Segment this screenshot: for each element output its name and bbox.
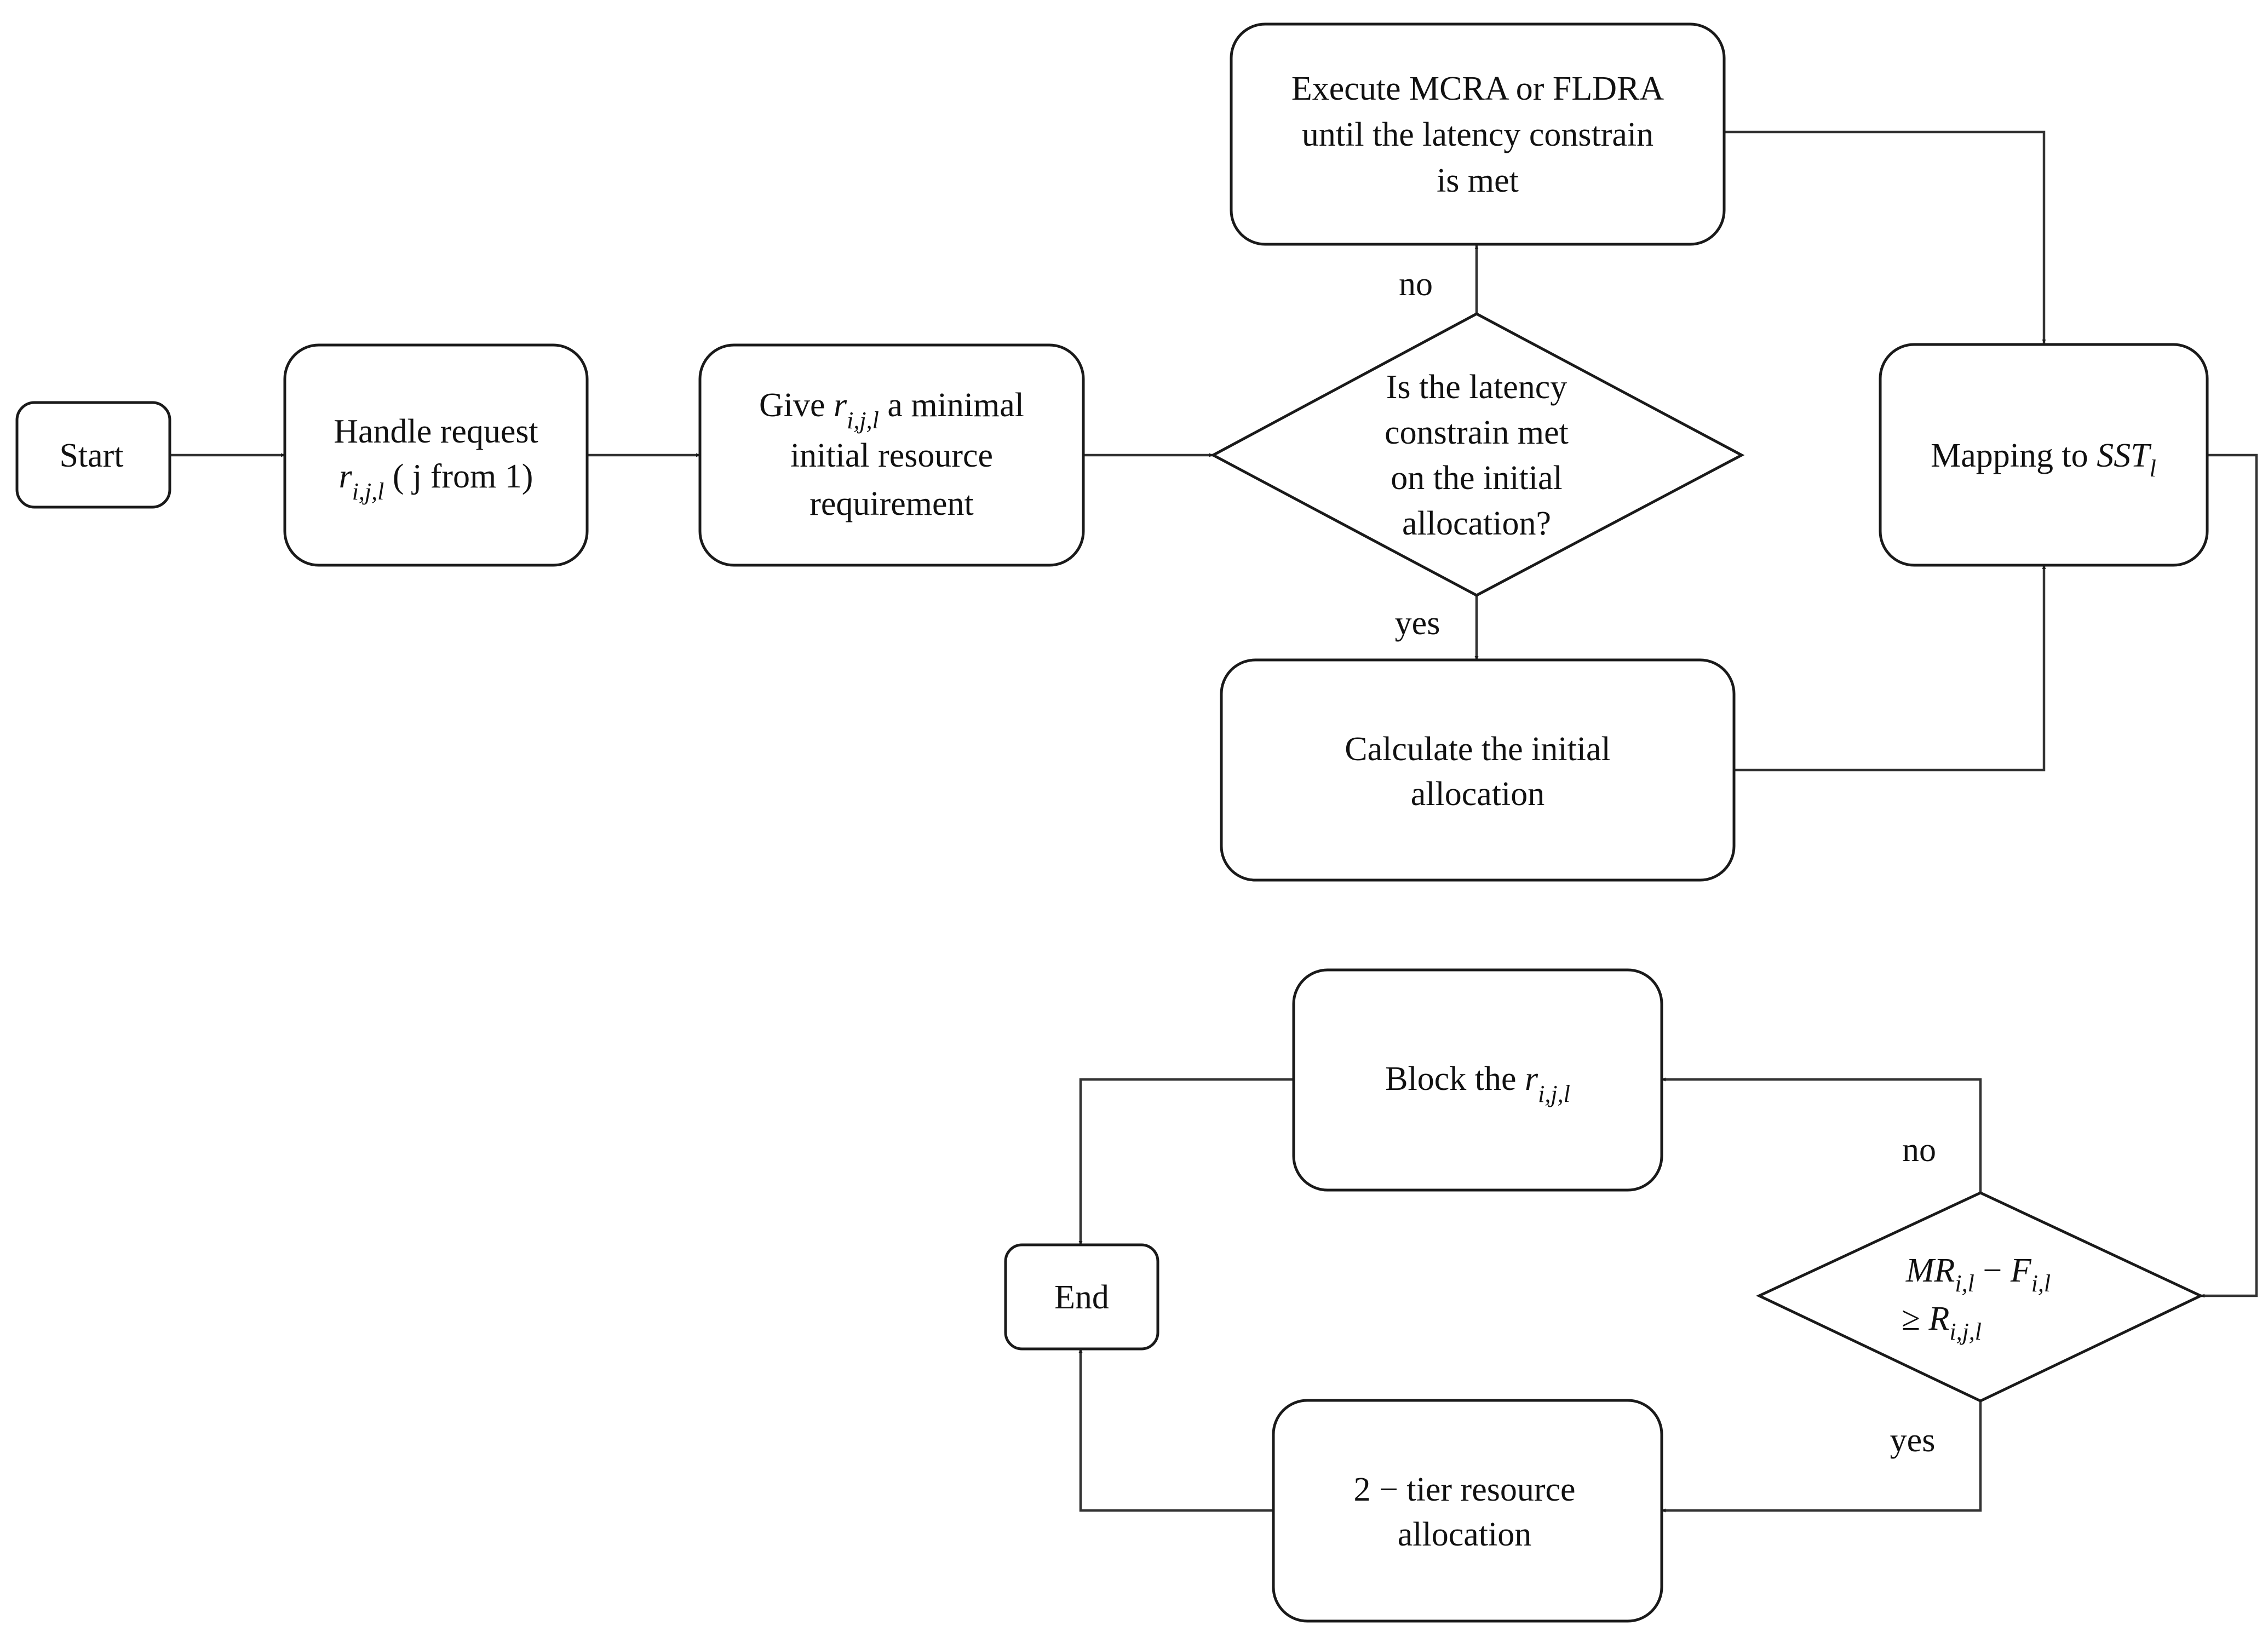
capacity-f: F — [2010, 1252, 2032, 1289]
mapping-pre: Mapping to — [1931, 437, 2097, 474]
end-node: End — [1004, 1243, 1159, 1351]
edge-block-to-end — [1078, 1078, 1294, 1245]
edges — [170, 130, 2258, 1513]
handle-request-line2: ri,j,l ( j from 1) — [339, 458, 533, 505]
latency-decision-line3: on the initial — [1391, 459, 1562, 497]
handle-request-line1: Handle request — [334, 413, 538, 450]
capacity-decision-node: MRi,l − Fi,l ≥ Ri,j,l — [1756, 1191, 2204, 1403]
decision1-no-label: no — [1399, 266, 1433, 303]
execute-mcra-node: Execute MCRA or FLDRA until the latency … — [1230, 22, 1726, 246]
capacity-geq: ≥ — [1902, 1300, 1929, 1337]
latency-decision-line1: Is the latency — [1386, 369, 1567, 406]
mapping-label: Mapping to SSTl — [1931, 437, 2156, 482]
latency-decision-line2: constrain met — [1385, 414, 1569, 451]
edge-mapping-to-decision2 — [2201, 453, 2258, 1298]
handle-request-node: Handle request ri,j,l ( j from 1) — [283, 343, 589, 567]
edge-decision2-to-twotier — [1662, 1401, 1982, 1513]
capacity-mr-sub: i,l — [1955, 1270, 1974, 1297]
edge-decision2-to-block — [1662, 1077, 1982, 1193]
capacity-decision-line1: MRi,l − Fi,l — [1905, 1252, 2051, 1297]
handle-request-var: r — [339, 458, 353, 495]
two-tier-line1: 2 − tier resource — [1353, 1471, 1575, 1508]
decision2-yes-label: yes — [1890, 1422, 1936, 1459]
capacity-r: R — [1928, 1300, 1949, 1337]
give-minimal-line2: initial resource — [790, 437, 993, 474]
give-minimal-line1: Give ri,j,l a minimal — [759, 387, 1024, 434]
edge-execute-to-mapping — [1724, 130, 2046, 343]
calculate-allocation-line1: Calculate the initial — [1345, 731, 1611, 768]
calculate-allocation-line2: allocation — [1411, 775, 1544, 813]
decision2-no-label: no — [1902, 1131, 1936, 1169]
capacity-minus: − — [1974, 1252, 2011, 1289]
block-node: Block the ri,j,l — [1292, 968, 1663, 1192]
mapping-node: Mapping to SSTl — [1879, 343, 2209, 567]
two-tier-line2: allocation — [1398, 1516, 1531, 1553]
start-label: Start — [59, 437, 123, 474]
give-minimal-var: r — [834, 387, 847, 424]
start-node: Start — [15, 401, 171, 509]
calculate-allocation-node: Calculate the initial allocation — [1220, 658, 1736, 882]
give-minimal-sub: i,j,l — [847, 407, 879, 434]
edge-twotier-to-end — [1078, 1349, 1273, 1512]
execute-mcra-line2: until the latency constrain — [1302, 116, 1653, 153]
mapping-var: SST — [2097, 437, 2152, 474]
give-minimal-pre: Give — [759, 387, 834, 424]
two-tier-node: 2 − tier resource allocation — [1272, 1399, 1663, 1623]
end-label: End — [1054, 1279, 1109, 1316]
capacity-r-sub: i,j,l — [1949, 1318, 1982, 1345]
handle-request-sub: i,j,l — [352, 478, 384, 505]
mapping-sub: l — [2150, 455, 2156, 482]
latency-decision-node: Is the latency constrain met on the init… — [1210, 312, 1745, 597]
edge-calculate-to-mapping — [1734, 565, 2046, 772]
block-sub: i,j,l — [1538, 1081, 1570, 1107]
capacity-mr: MR — [1905, 1252, 1955, 1289]
execute-mcra-line3: is met — [1437, 162, 1519, 199]
give-minimal-line3: requirement — [809, 485, 974, 522]
give-minimal-post: a minimal — [879, 387, 1024, 424]
block-label: Block the ri,j,l — [1385, 1060, 1570, 1107]
latency-decision-line4: allocation? — [1402, 505, 1551, 542]
give-minimal-node: Give ri,j,l a minimal initial resource r… — [698, 343, 1085, 567]
execute-mcra-line1: Execute MCRA or FLDRA — [1291, 70, 1664, 107]
capacity-f-sub: i,l — [2031, 1270, 2051, 1297]
decision1-yes-label: yes — [1395, 605, 1440, 642]
handle-request-rest: ( j from 1) — [384, 458, 533, 495]
block-pre: Block the — [1385, 1060, 1525, 1098]
capacity-decision-line2: ≥ Ri,j,l — [1902, 1300, 1982, 1345]
block-var: r — [1525, 1060, 1538, 1098]
